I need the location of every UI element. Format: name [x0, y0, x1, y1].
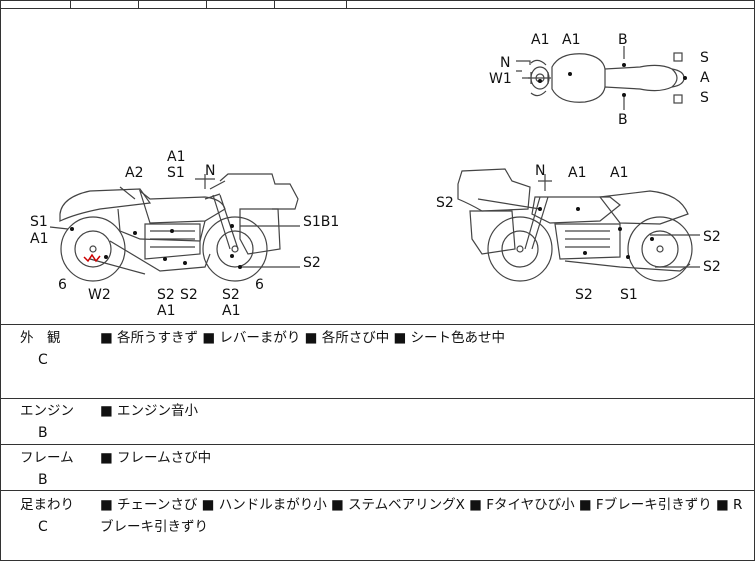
label-right-s2-bottom: S2 — [575, 287, 593, 303]
motorcycle-left-view — [49, 173, 300, 282]
label-top-s-lower: S — [700, 90, 709, 106]
label-right-a1-b: A1 — [610, 165, 628, 181]
section-notes: ■ 各所うすきず ■ レバーまがり ■ 各所さび中 ■ シート色あせ中 — [100, 330, 506, 346]
section-engine: エンジン B ■ エンジン音小 — [0, 398, 755, 445]
label-left-n: N — [205, 163, 215, 179]
motorcycle-right-view — [457, 168, 700, 282]
section-frame: フレーム B ■ フレームさび中 — [0, 444, 755, 491]
label-right-s1-bottom: S1 — [620, 287, 638, 303]
section-grade: C — [38, 519, 48, 535]
motorcycle-top-view — [516, 46, 685, 110]
label-top-b-bottom: B — [618, 112, 628, 128]
section-category: 外 観 — [20, 330, 61, 346]
label-left-a2: A2 — [125, 165, 143, 181]
section-notes: ■ フレームさび中 — [100, 450, 212, 466]
section-category: フレーム — [20, 450, 74, 466]
motorcycle-damage-diagram: A1 A1 B N W1 S A S B A1 S1 N A2 S1 A1 S1… — [30, 32, 721, 319]
label-left-a1-side: A1 — [30, 231, 48, 247]
label-right-s2-left: S2 — [436, 195, 454, 211]
label-right-s2-lower: S2 — [703, 259, 721, 275]
label-left-a1-top: A1 — [167, 149, 185, 165]
section-grade: B — [38, 472, 48, 488]
section-notes: ■ チェーンさび ■ ハンドルまがり小 ■ ステムベアリングX ■ Fタイヤひび… — [100, 497, 743, 535]
label-top-n: N — [500, 55, 510, 71]
label-top-b-top: B — [618, 32, 628, 48]
label-left-s2-a: S2 — [157, 287, 175, 303]
label-top-a: A — [700, 70, 710, 86]
label-left-s2-b: S2 — [180, 287, 198, 303]
section-grade: B — [38, 425, 48, 441]
label-left-6-right: 6 — [255, 277, 264, 293]
label-left-s2-right: S2 — [303, 255, 321, 271]
damage-point-markers — [70, 63, 687, 269]
label-right-a1-a: A1 — [568, 165, 586, 181]
label-left-s1-side: S1 — [30, 214, 48, 230]
label-left-s2-c: S2 — [222, 287, 240, 303]
label-top-w1: W1 — [489, 71, 512, 87]
section-category: 足まわり — [20, 497, 74, 513]
header-row-remnant — [0, 0, 755, 9]
label-left-a1-bottom-a: A1 — [157, 303, 175, 319]
label-right-s2-upper: S2 — [703, 229, 721, 245]
label-left-w2: W2 — [88, 287, 111, 303]
label-top-s-upper: S — [700, 50, 709, 66]
label-left-a1-bottom-b: A1 — [222, 303, 240, 319]
section-suspension: 足まわり C ■ チェーンさび ■ ハンドルまがり小 ■ ステムベアリングX ■… — [0, 490, 755, 561]
section-grade: C — [38, 352, 48, 368]
section-notes: ■ エンジン音小 — [100, 403, 199, 419]
section-category: エンジン — [20, 403, 74, 419]
section-exterior: 外 観 C ■ 各所うすきず ■ レバーまがり ■ 各所さび中 ■ シート色あせ… — [0, 324, 755, 399]
label-right-n: N — [535, 163, 545, 179]
label-top-a1-right: A1 — [562, 32, 580, 48]
label-left-s1b1: S1B1 — [303, 214, 339, 230]
label-left-6-left: 6 — [58, 277, 67, 293]
label-left-s1-top: S1 — [167, 165, 185, 181]
label-top-a1-left: A1 — [531, 32, 549, 48]
